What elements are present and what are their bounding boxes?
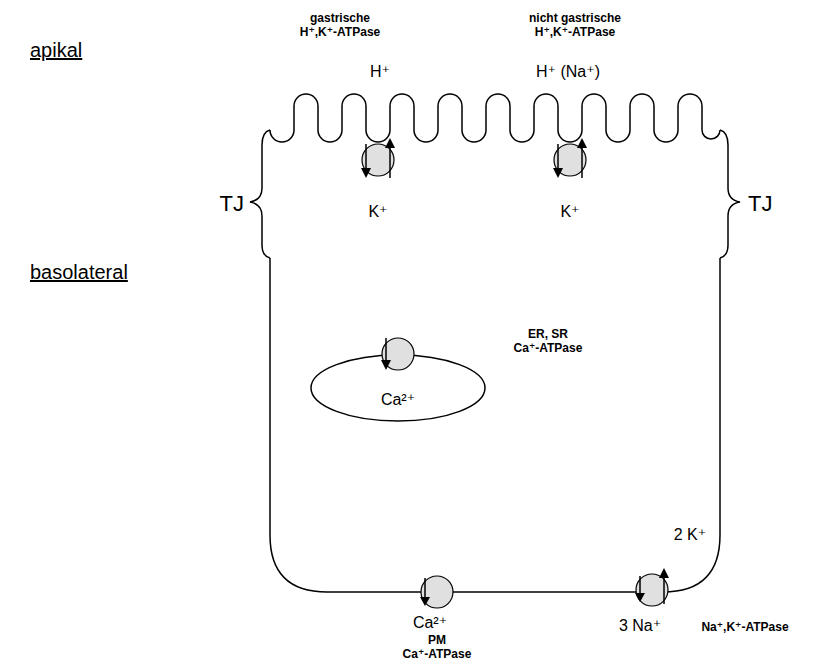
region-label: basolateral [30, 261, 128, 284]
ion-label: H⁺ (Na⁺) [536, 63, 600, 81]
pump-label: gastrische H⁺,K⁺-ATPase [300, 12, 380, 40]
ion-label: 2 K⁺ [674, 526, 706, 544]
region-label: apikal [30, 39, 82, 62]
pump-label: nicht gastrische H⁺,K⁺-ATPase [529, 12, 621, 40]
pump-symbol [420, 576, 453, 608]
pump-label: PM Ca⁺-ATPase [403, 634, 472, 662]
pump-symbol [361, 138, 395, 178]
ion-label: Ca²⁺ [381, 390, 415, 409]
organelle-node: Ca²⁺ [310, 354, 486, 422]
apical-membrane [270, 94, 720, 142]
basolateral-membrane [270, 258, 720, 592]
tight-junction-brace [250, 130, 270, 258]
er-outline [310, 354, 486, 422]
pump-symbol [553, 138, 587, 178]
ion-label: K⁺ [560, 203, 579, 221]
ion-label: Ca²⁺ [413, 614, 447, 632]
pump-symbol [635, 568, 669, 606]
junction-label: TJ [220, 191, 244, 216]
pump-label: ER, SR Ca⁺-ATPase [514, 328, 583, 356]
junction-label: TJ [748, 191, 772, 216]
ion-label: K⁺ [368, 203, 387, 221]
pump-label: Na⁺,K⁺-ATPase [701, 621, 788, 635]
ion-label: H⁺ [370, 63, 390, 81]
ion-label: 3 Na⁺ [619, 617, 661, 635]
pump-symbol [381, 338, 414, 370]
tight-junction-brace [720, 130, 740, 258]
